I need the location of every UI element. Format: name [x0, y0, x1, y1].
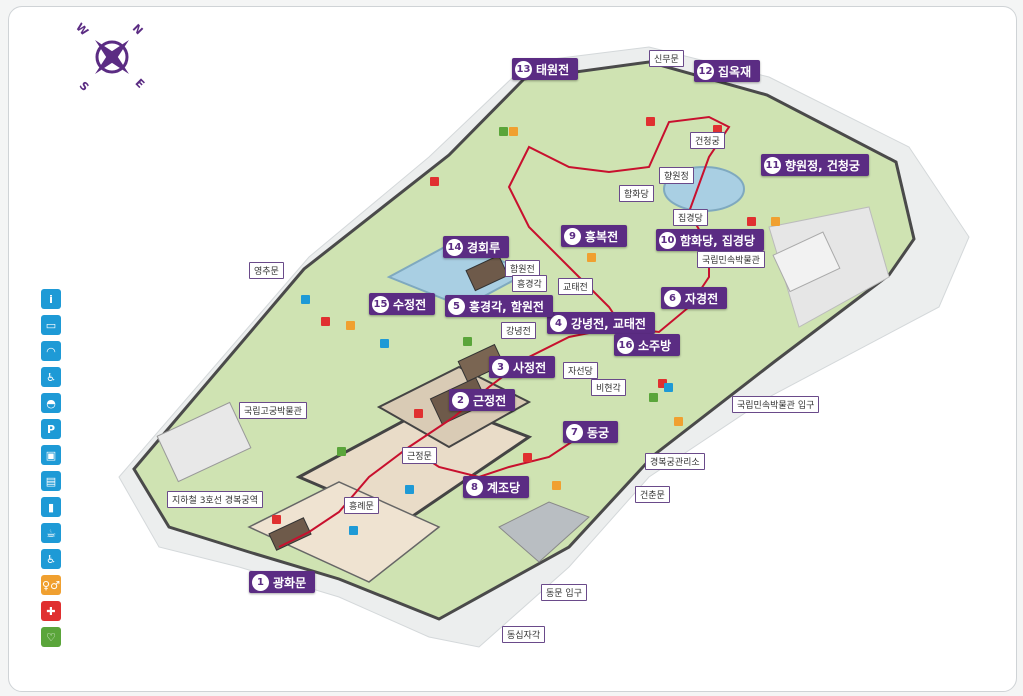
gwanghwamun-gate: [268, 517, 312, 551]
stroller-icon: ◓: [41, 393, 61, 413]
info-marker[interactable]: [349, 526, 358, 535]
south-plaza: [247, 481, 441, 583]
parking-icon: P: [41, 419, 61, 439]
audio-guide-icon: ◠: [41, 341, 61, 361]
first-aid-marker[interactable]: [646, 117, 655, 126]
accessible-ramp-icon: ♿: [41, 549, 61, 569]
tag-geoncheonggung[interactable]: 건청궁: [690, 132, 725, 149]
gyeonghoeru-pavilion: [465, 254, 509, 292]
info-icon: i: [41, 289, 61, 309]
info-marker[interactable]: [301, 295, 310, 304]
tag-heunggyeonggak[interactable]: 흥경각: [512, 275, 547, 292]
tag-dongsipjagak[interactable]: 동십자각: [502, 626, 546, 643]
toilet-marker[interactable]: [771, 217, 780, 226]
tag-subway[interactable]: 지하철 3호선 경복궁역: [167, 491, 263, 508]
first-aid-marker[interactable]: [321, 317, 330, 326]
toilet-marker[interactable]: [674, 417, 683, 426]
folk-museum-building: [772, 231, 841, 293]
toilet-marker[interactable]: [552, 481, 561, 490]
tag-sinmumun[interactable]: 신무문: [649, 50, 684, 67]
first-aid-marker[interactable]: [430, 177, 439, 186]
water-icon: ▮: [41, 497, 61, 517]
info-marker[interactable]: [664, 383, 673, 392]
first-aid-marker[interactable]: [414, 409, 423, 418]
tag-management-office[interactable]: 경복궁관리소: [645, 453, 705, 470]
tag-yeongchumun[interactable]: 영추문: [249, 262, 284, 279]
tag-east-gate-entrance[interactable]: 동문 입구: [541, 584, 587, 601]
first-aid-marker[interactable]: [523, 453, 532, 462]
tag-jipgyeongdang[interactable]: 집경당: [673, 209, 708, 226]
tag-hyangwonjeong[interactable]: 향원정: [659, 167, 694, 184]
tag-gyotaejeon[interactable]: 교태전: [558, 278, 593, 295]
first-aid-marker[interactable]: [658, 379, 667, 388]
tag-geunjeongmun[interactable]: 근정문: [402, 447, 437, 464]
locker-icon: ▤: [41, 471, 61, 491]
first-aid-icon: ✚: [41, 601, 61, 621]
first-aid-marker[interactable]: [713, 125, 722, 134]
toilet-icon: ♀♂: [41, 575, 61, 595]
ticket-icon: ▭: [41, 315, 61, 335]
tag-bihyeongak[interactable]: 비현각: [591, 379, 626, 396]
sajeongjeon-hall: [457, 343, 505, 383]
palace-map[interactable]: [9, 7, 1016, 691]
palace-museum-building: [156, 401, 252, 483]
first-aid-marker[interactable]: [272, 515, 281, 524]
tag-hamhwadang[interactable]: 함화당: [619, 185, 654, 202]
compass-rose: [95, 40, 129, 74]
toilet-marker[interactable]: [587, 253, 596, 262]
info-marker[interactable]: [380, 339, 389, 348]
tag-jaseondang[interactable]: 자선당: [563, 362, 598, 379]
gift-shop-icon: ▣: [41, 445, 61, 465]
aed-marker[interactable]: [337, 447, 346, 456]
info-marker[interactable]: [405, 485, 414, 494]
cafe-icon: ☕: [41, 523, 61, 543]
tag-geonchunmun[interactable]: 건춘문: [635, 486, 670, 503]
first-aid-marker[interactable]: [747, 217, 756, 226]
wheelchair-icon: ♿: [41, 367, 61, 387]
aed-marker[interactable]: [463, 337, 472, 346]
tag-heungnyemun[interactable]: 흥례문: [344, 497, 379, 514]
parking-lot: [498, 501, 590, 563]
aed-marker[interactable]: [499, 127, 508, 136]
aed-marker[interactable]: [649, 393, 658, 402]
toilet-marker[interactable]: [346, 321, 355, 330]
tag-palace-museum[interactable]: 국립고궁박물관: [239, 402, 307, 419]
tag-gangnyeongjeon[interactable]: 강녕전: [501, 322, 536, 339]
tag-folk-museum[interactable]: 국립민속박물관: [697, 251, 765, 268]
aed-icon: ♡: [41, 627, 61, 647]
toilet-marker[interactable]: [509, 127, 518, 136]
tag-folk-museum-entrance[interactable]: 국립민속박물관 입구: [732, 396, 820, 413]
